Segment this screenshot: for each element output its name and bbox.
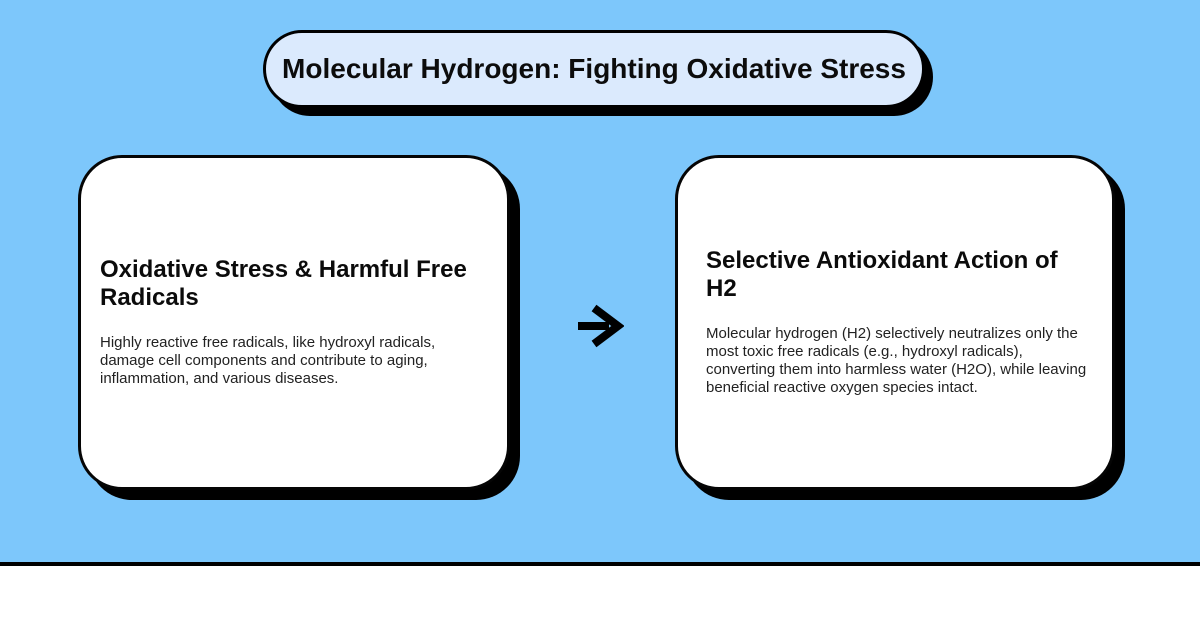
page-title: Molecular Hydrogen: Fighting Oxidative S… bbox=[282, 53, 906, 84]
footer-strip bbox=[0, 566, 1200, 630]
card-antioxidant-action: Selective Antioxidant Action of H2 Molec… bbox=[675, 155, 1115, 490]
card-antioxidant-action-heading: Selective Antioxidant Action of H2 bbox=[706, 247, 1058, 302]
diagram-background: Molecular Hydrogen: Fighting Oxidative S… bbox=[0, 0, 1200, 566]
arrow-right-icon bbox=[574, 301, 625, 351]
card-oxidative-stress: Oxidative Stress & Harmful Free Radicals… bbox=[78, 155, 510, 490]
card-antioxidant-action-body: Molecular hydrogen (H2) selectively neut… bbox=[706, 324, 1087, 397]
card-oxidative-stress-heading: Oxidative Stress & Harmful Free Radicals bbox=[100, 256, 467, 312]
card-oxidative-stress-body: Highly reactive free radicals, like hydr… bbox=[100, 333, 436, 388]
title-banner: Molecular Hydrogen: Fighting Oxidative S… bbox=[263, 30, 925, 108]
